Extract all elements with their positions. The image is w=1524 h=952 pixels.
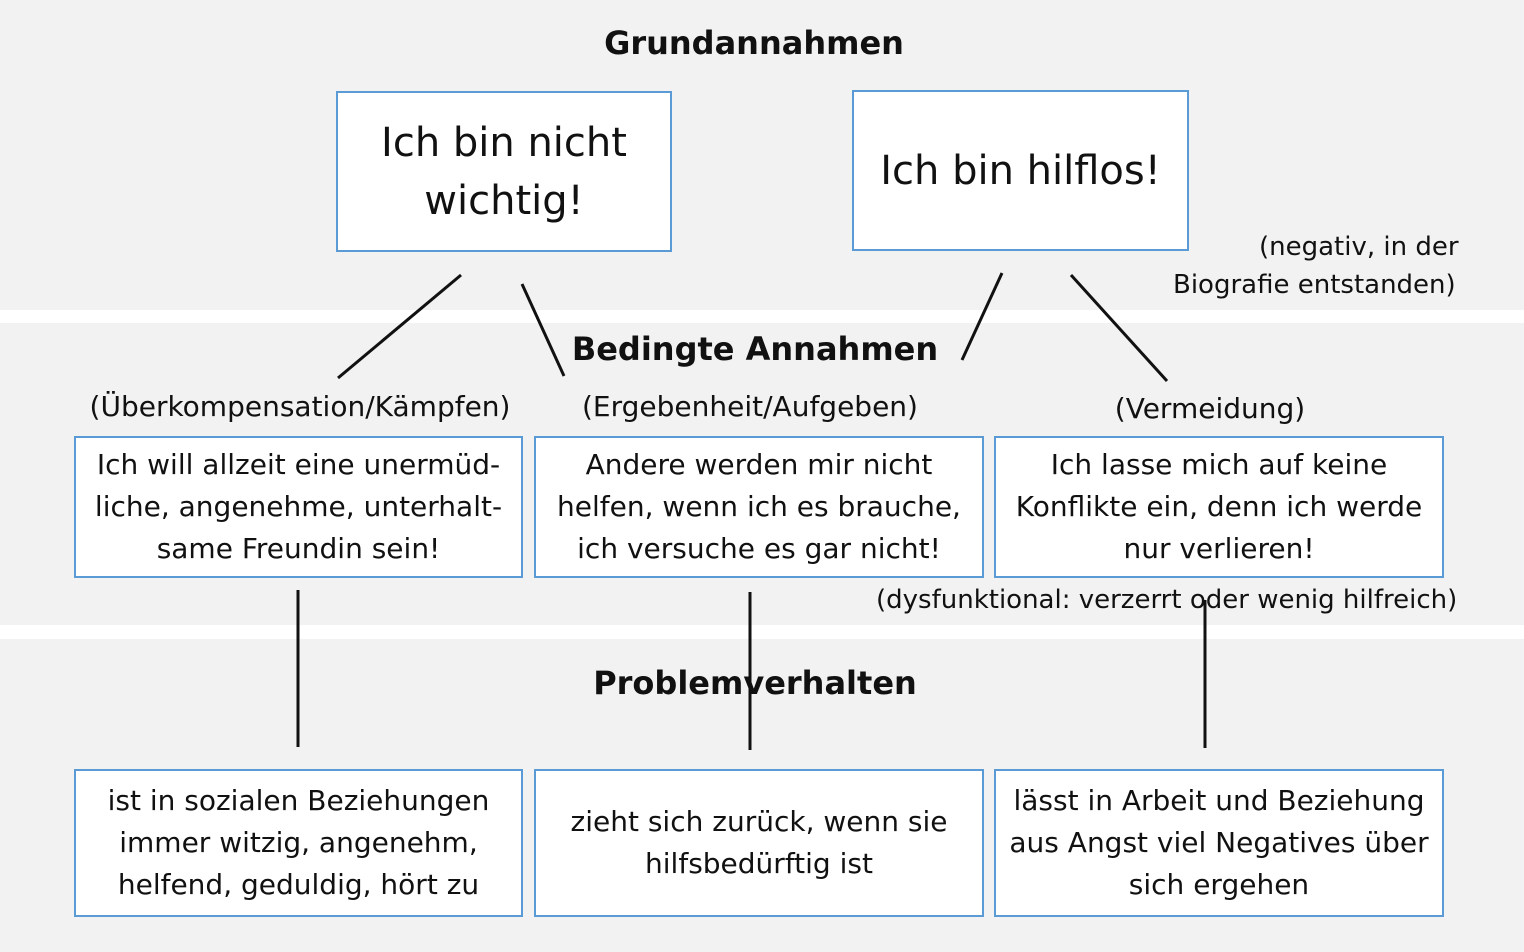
core-belief-text: Ich bin hilflos! xyxy=(880,147,1161,194)
connector-line xyxy=(337,273,462,380)
section-title-behavior: Problemverhalten xyxy=(593,664,917,702)
connector-line xyxy=(1069,273,1169,383)
strategy-label: (Überkompensation/Kämpfen) xyxy=(89,390,511,423)
core-note-line1: (negativ, in der xyxy=(1259,232,1459,262)
core-belief-text: Ich bin nicht wichtig! xyxy=(381,119,627,224)
conditional-belief-box: Andere werden mir nicht helfen, wenn ich… xyxy=(534,436,984,578)
behavior-box: lässt in Arbeit und Beziehung aus Angst … xyxy=(994,769,1444,917)
section-title-conditional: Bedingte Annahmen xyxy=(571,330,939,368)
section-band-core xyxy=(0,0,1524,310)
conditional-belief-box: Ich will allzeit eine unermüd- liche, an… xyxy=(74,436,523,578)
conditional-belief-text: Ich lasse mich auf keine Konflikte ein, … xyxy=(1015,448,1423,565)
strategy-label: (Ergebenheit/Aufgeben) xyxy=(582,390,918,423)
behavior-text: zieht sich zurück, wenn sie hilfsbedürft… xyxy=(570,805,948,880)
core-belief-box: Ich bin hilflos! xyxy=(852,90,1189,251)
conditional-belief-text: Ich will allzeit eine unermüd- liche, an… xyxy=(94,448,503,565)
conditional-note: (dysfunktional: verzerrt oder wenig hilf… xyxy=(876,585,1458,615)
core-belief-box: Ich bin nicht wichtig! xyxy=(336,91,672,252)
core-note-line2: Biografie entstanden) xyxy=(1173,270,1456,300)
section-title-core: Grundannahmen xyxy=(604,24,904,62)
conditional-belief-text: Andere werden mir nicht helfen, wenn ich… xyxy=(557,448,961,565)
conditional-belief-box: Ich lasse mich auf keine Konflikte ein, … xyxy=(994,436,1444,578)
connector-line xyxy=(960,272,1004,361)
behavior-box: zieht sich zurück, wenn sie hilfsbedürft… xyxy=(534,769,984,917)
behavior-text: lässt in Arbeit und Beziehung aus Angst … xyxy=(1009,784,1429,901)
connector-line xyxy=(520,283,566,377)
behavior-box: ist in sozialen Beziehungen immer witzig… xyxy=(74,769,523,917)
strategy-label: (Vermeidung) xyxy=(1114,392,1306,425)
behavior-text: ist in sozialen Beziehungen immer witzig… xyxy=(107,784,490,901)
